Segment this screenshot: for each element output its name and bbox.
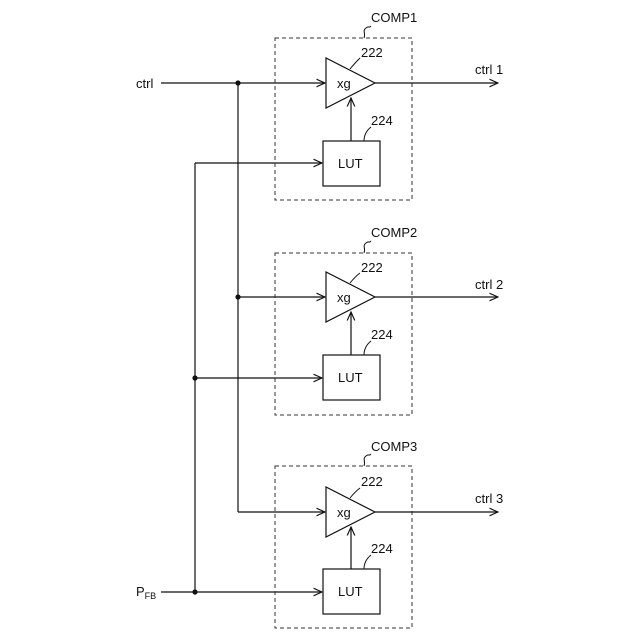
comp3-lut-leader (364, 555, 371, 569)
comp3-amp-leader (350, 488, 360, 498)
comp3-amp-ref: 222 (361, 474, 383, 489)
comp1-name-leader (364, 26, 371, 38)
comp3-lut-label: LUT (338, 584, 363, 599)
comp2-lut-leader (364, 341, 371, 355)
ctrl-input-label: ctrl (136, 76, 153, 91)
pfb-sub-text: FB (145, 591, 157, 601)
comp2-amp-leader (350, 273, 360, 283)
comp3-lut-ref: 224 (371, 541, 393, 556)
comp1-block: COMP1 xg 222 LUT 224 ctrl 1 (275, 10, 503, 200)
comp1-name: COMP1 (371, 10, 417, 25)
comp2-lut-ref: 224 (371, 327, 393, 342)
ctrl-junction-1 (235, 80, 240, 85)
comp2-lut-label: LUT (338, 370, 363, 385)
comp2-name-leader (364, 241, 371, 253)
comp1-lut-label: LUT (338, 156, 363, 171)
pfb-main-text: P (136, 584, 145, 599)
comp3-name-leader (364, 454, 371, 466)
comp1-lut-leader (364, 127, 371, 141)
comp1-amp-ref: 222 (361, 45, 383, 60)
pfb-input-label: PFB (136, 584, 156, 601)
comp2-amp-ref: 222 (361, 260, 383, 275)
comp1-amp-label: xg (337, 76, 351, 91)
comp3-output-label: ctrl 3 (475, 491, 503, 506)
comp1-amp-leader (350, 58, 360, 69)
comp1-lut-ref: 224 (371, 113, 393, 128)
pfb-junction-2 (192, 589, 197, 594)
comp3-amp-label: xg (337, 505, 351, 520)
comp2-block: COMP2 xg 222 LUT 224 ctrl 2 (275, 225, 503, 415)
comp3-block: COMP3 xg 222 LUT 224 ctrl 3 (275, 439, 503, 628)
comp1-output-label: ctrl 1 (475, 62, 503, 77)
comp2-name: COMP2 (371, 225, 417, 240)
comp2-output-label: ctrl 2 (475, 277, 503, 292)
comp2-amp-label: xg (337, 290, 351, 305)
comp3-name: COMP3 (371, 439, 417, 454)
